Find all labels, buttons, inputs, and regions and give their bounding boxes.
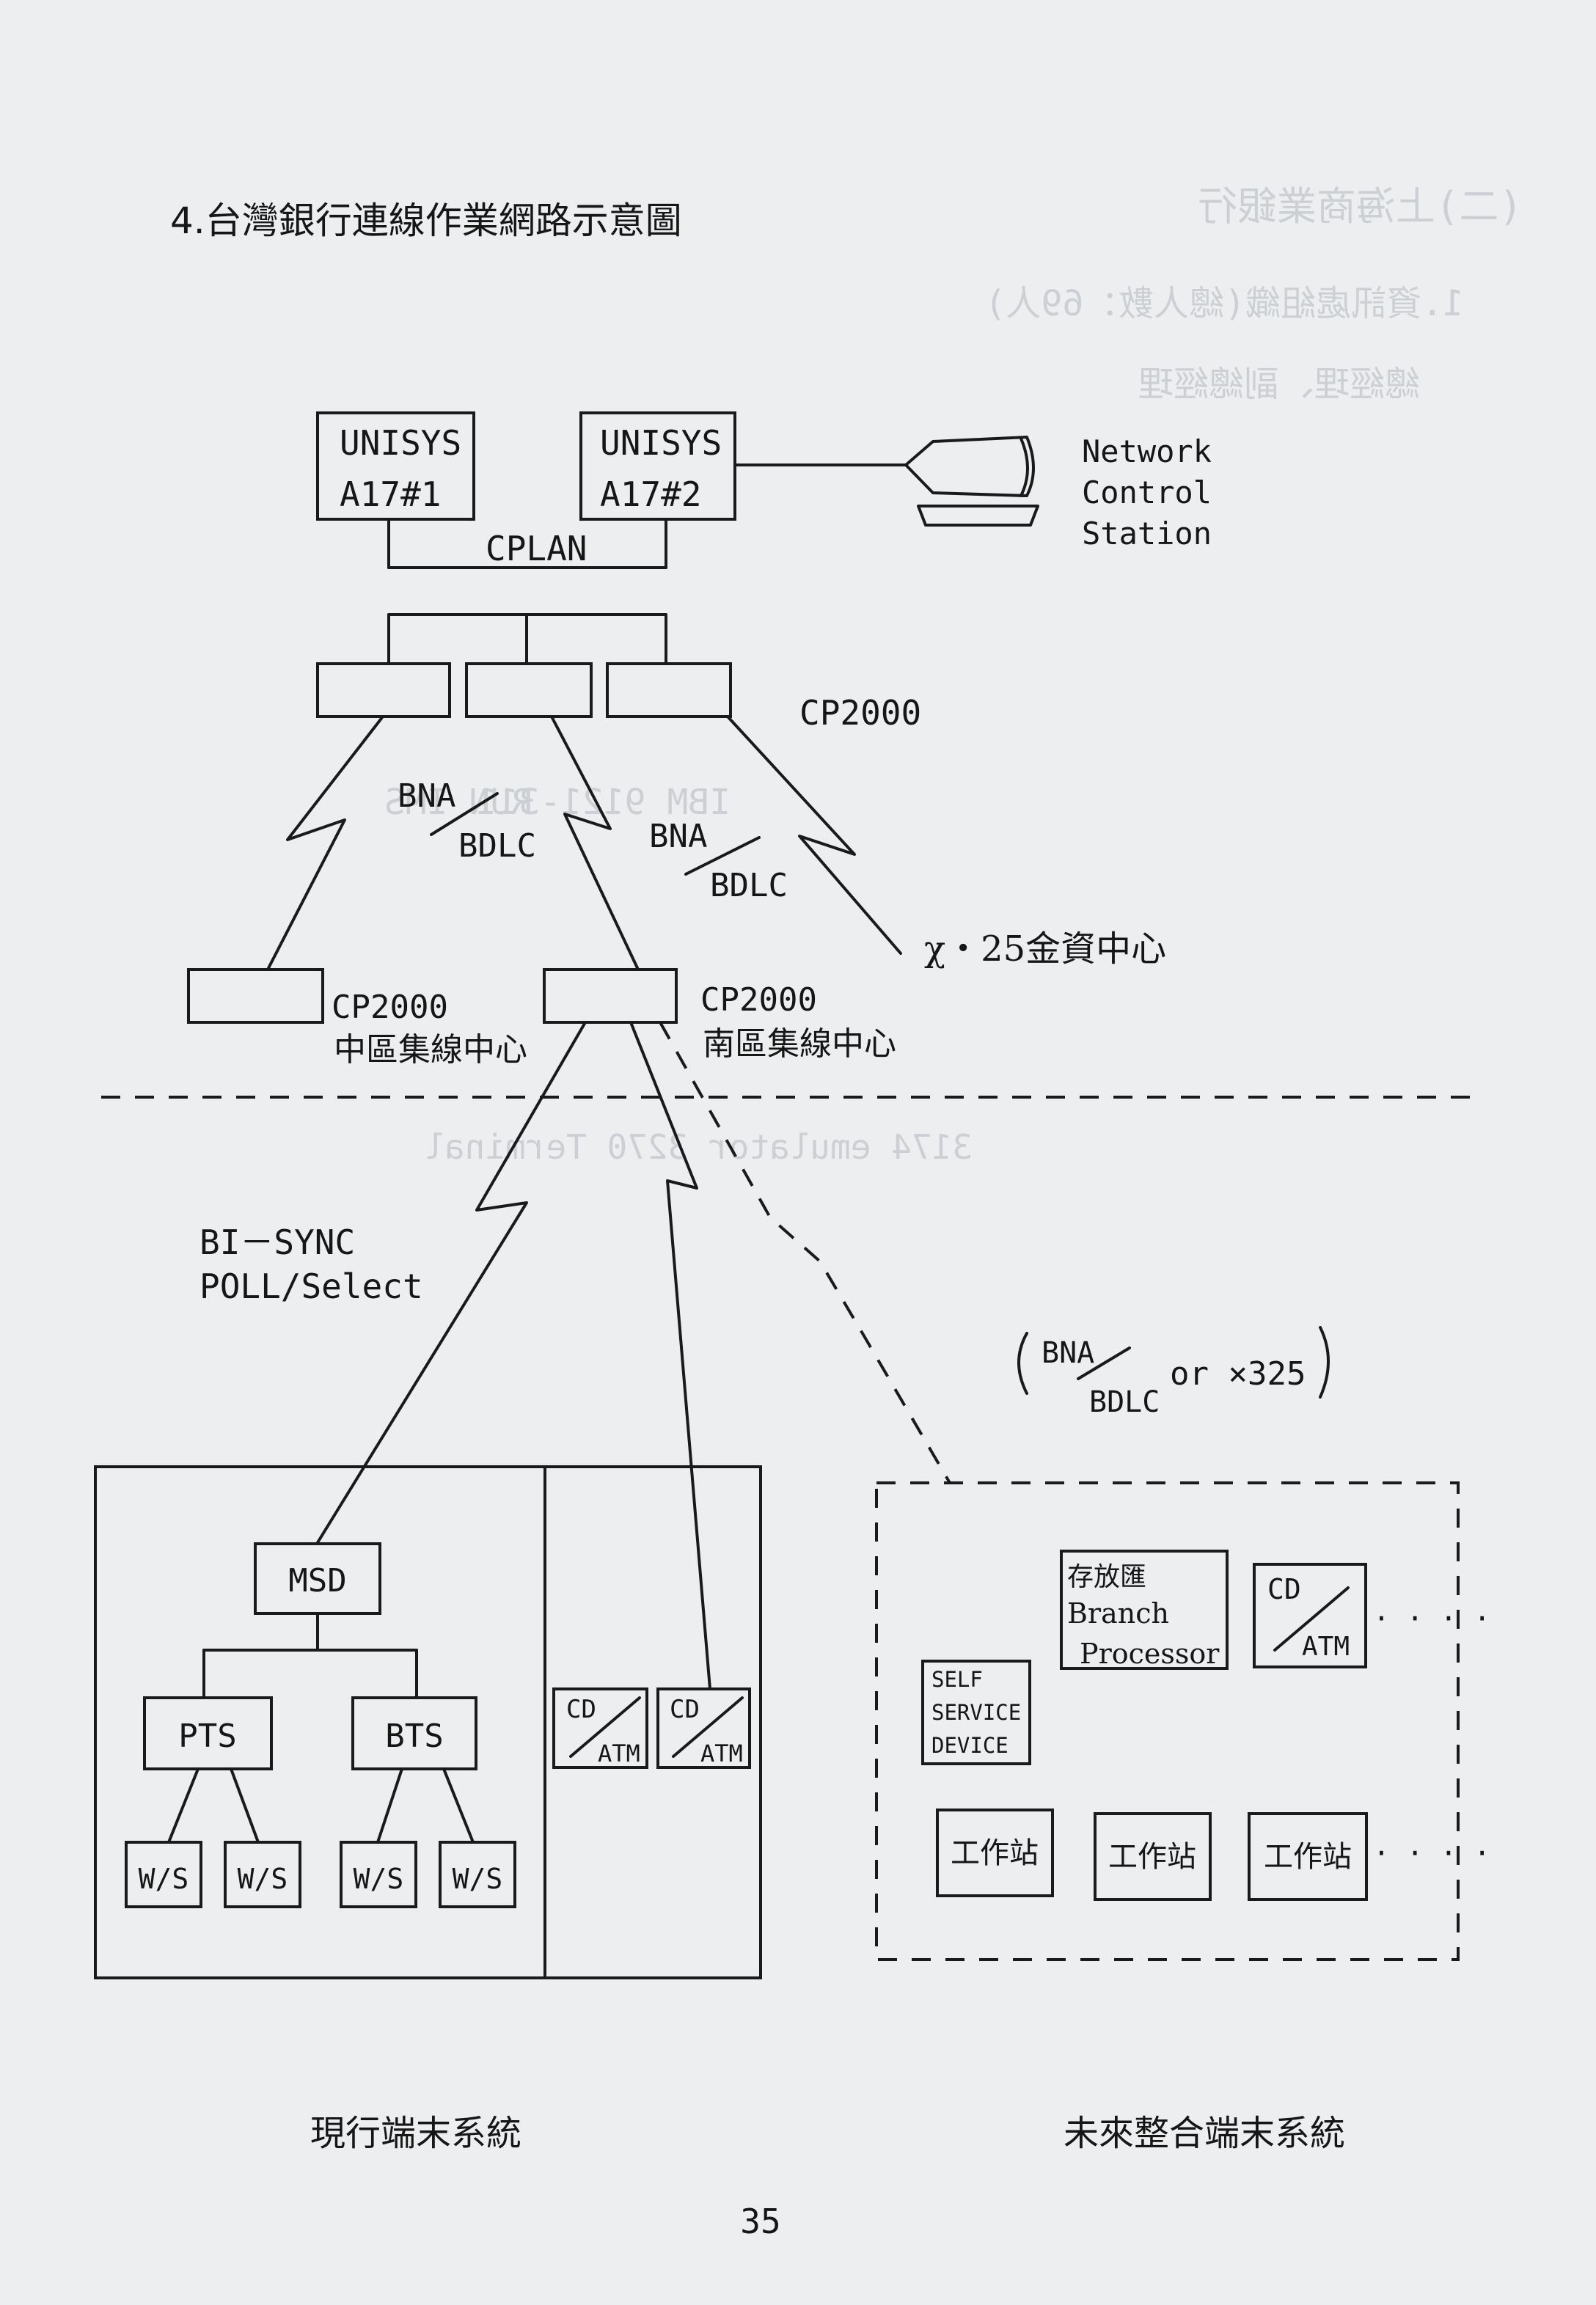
- cd-atm-slash-2: [672, 1696, 744, 1758]
- ws-box-4: [439, 1841, 516, 1908]
- bna-link-south: [550, 715, 640, 971]
- poll-select-label: POLL/Select: [200, 1267, 423, 1306]
- current-system-caption: 現行端末系統: [310, 2113, 521, 2154]
- ssd-line-3: DEVICE: [931, 1733, 1009, 1758]
- workstation-ellipsis: · · · ·: [1373, 1837, 1490, 1869]
- cp2000-unit-right: [606, 662, 732, 718]
- workstation-box-1: [936, 1809, 1054, 1897]
- bts-to-ws4: [442, 1767, 475, 1844]
- bna-right-slash: [684, 836, 761, 876]
- x25-center-label: χ・25金資中心: [924, 928, 1166, 970]
- south-cp2000-box: [543, 968, 678, 1024]
- pts-to-ws1: [167, 1767, 200, 1844]
- ssd-line-2: SERVICE: [931, 1700, 1021, 1725]
- workstation-box-2: [1094, 1812, 1212, 1901]
- bna-left-slash: [430, 792, 499, 836]
- paren-open: [1017, 1332, 1028, 1395]
- paren-close: [1319, 1326, 1330, 1399]
- cd-atm-box-2: [656, 1687, 751, 1769]
- ws-box-2: [224, 1841, 301, 1908]
- bleed-line-2: 1.資訊處組織(總人數：69人): [985, 283, 1464, 324]
- cp2000-unit-middle: [465, 662, 593, 718]
- pts-box: [143, 1696, 273, 1770]
- page-title: 4.台灣銀行連線作業網路示意圖: [170, 199, 682, 242]
- future-cd-atm-box: [1253, 1563, 1367, 1668]
- future-link: [659, 1022, 951, 1484]
- ncs-line-2: Control: [1082, 474, 1212, 510]
- bts-label: BTS: [385, 1718, 443, 1755]
- bdlc-right-label: BDLC: [710, 867, 788, 904]
- branch-line-2: Branch: [1067, 1597, 1169, 1630]
- pts-label: PTS: [178, 1718, 236, 1755]
- page-number: 35: [740, 2202, 780, 2241]
- future-slash: [1077, 1346, 1131, 1380]
- workstation-label-1: 工作站: [951, 1836, 1039, 1870]
- future-system-frame: [875, 1481, 1460, 1961]
- atm-label-2: ATM: [700, 1740, 743, 1767]
- future-or-x325-label: or ×325: [1170, 1355, 1306, 1393]
- workstation-label-3: 工作站: [1264, 1840, 1352, 1874]
- south-cp2000-label: CP2000: [700, 981, 817, 1019]
- bleed-line-6: 3174 emulator 3270 Terminal: [424, 1127, 973, 1167]
- bleedthrough-text: (二)上海商業銀行 1.資訊處組織(總人數：69人) 總經理、副總經理 RUN …: [384, 183, 1523, 1167]
- ncs-line-3: Station: [1082, 516, 1212, 551]
- bisync-link-atm: [629, 1021, 711, 1690]
- bleed-line-3: 總經理、副總經理: [1138, 364, 1420, 405]
- cd-atm-slash-1: [569, 1696, 641, 1758]
- bleed-line-4: RUN IMS: [384, 782, 532, 823]
- unisys-a17-1-box: [316, 411, 475, 521]
- branch-processor-box: [1060, 1550, 1229, 1670]
- unisys1-label: UNISYS: [340, 423, 461, 463]
- future-cd-label: CD: [1267, 1573, 1301, 1605]
- central-cp2000-box: [187, 968, 324, 1024]
- ssd-line-1: SELF: [931, 1667, 983, 1692]
- ws-label-3: W/S: [354, 1863, 404, 1895]
- msd-label: MSD: [288, 1562, 346, 1599]
- future-cd-atm-slash: [1273, 1586, 1350, 1652]
- terminal-icon: [904, 436, 1039, 527]
- bdlc-left-label: BDLC: [458, 827, 536, 865]
- future-bna-label: BNA: [1042, 1336, 1094, 1370]
- pts-to-ws2: [230, 1767, 260, 1844]
- bisync-link-msd: [315, 1021, 587, 1545]
- branch-line-3: Processor: [1080, 1638, 1220, 1670]
- current-system-frame: [94, 1465, 762, 1979]
- bna-left-label: BNA: [398, 777, 455, 815]
- cd-label-1: CD: [566, 1695, 596, 1724]
- ws-label-2: W/S: [238, 1863, 288, 1895]
- bts-box: [351, 1696, 477, 1770]
- cd-label-2: CD: [670, 1695, 700, 1724]
- central-center-name: 中區集線中心: [334, 1031, 527, 1069]
- ws-box-3: [340, 1841, 417, 1908]
- self-service-device-box: [921, 1660, 1031, 1765]
- workstation-box-3: [1248, 1812, 1368, 1901]
- ws-label-4: W/S: [453, 1863, 503, 1895]
- future-atm-label: ATM: [1302, 1632, 1350, 1662]
- bna-link-central: [266, 715, 384, 971]
- cp2000-unit-left: [316, 662, 451, 718]
- x25-link: [726, 715, 902, 955]
- atm-label-1: ATM: [598, 1740, 640, 1767]
- bna-right-label: BNA: [649, 818, 707, 855]
- future-bdlc-label: BDLC: [1089, 1385, 1160, 1419]
- unisys1-model: A17#1: [340, 474, 441, 514]
- bts-to-ws3: [376, 1767, 403, 1844]
- branch-line-1: 存放匯: [1067, 1562, 1146, 1592]
- unisys2-model: A17#2: [600, 474, 701, 514]
- ws-label-1: W/S: [139, 1863, 189, 1895]
- bisync-label: BI－SYNC: [200, 1223, 355, 1262]
- cplan-label: CPLAN: [486, 529, 587, 568]
- unisys2-label: UNISYS: [600, 423, 722, 463]
- south-center-name: 南區集線中心: [703, 1025, 896, 1063]
- workstation-label-2: 工作站: [1108, 1840, 1196, 1874]
- central-cp2000-label: CP2000: [332, 989, 448, 1026]
- cp2000-top-label: CP2000: [799, 693, 921, 733]
- bleed-line-1: (二)上海商業銀行: [1198, 183, 1523, 230]
- future-system-caption: 未來整合端末系統: [1064, 2113, 1345, 2154]
- cd-atm-box-1: [552, 1687, 648, 1769]
- ws-box-1: [125, 1841, 202, 1908]
- future-atm-ellipsis: · · · ·: [1373, 1602, 1490, 1635]
- ncs-line-1: Network: [1082, 433, 1212, 469]
